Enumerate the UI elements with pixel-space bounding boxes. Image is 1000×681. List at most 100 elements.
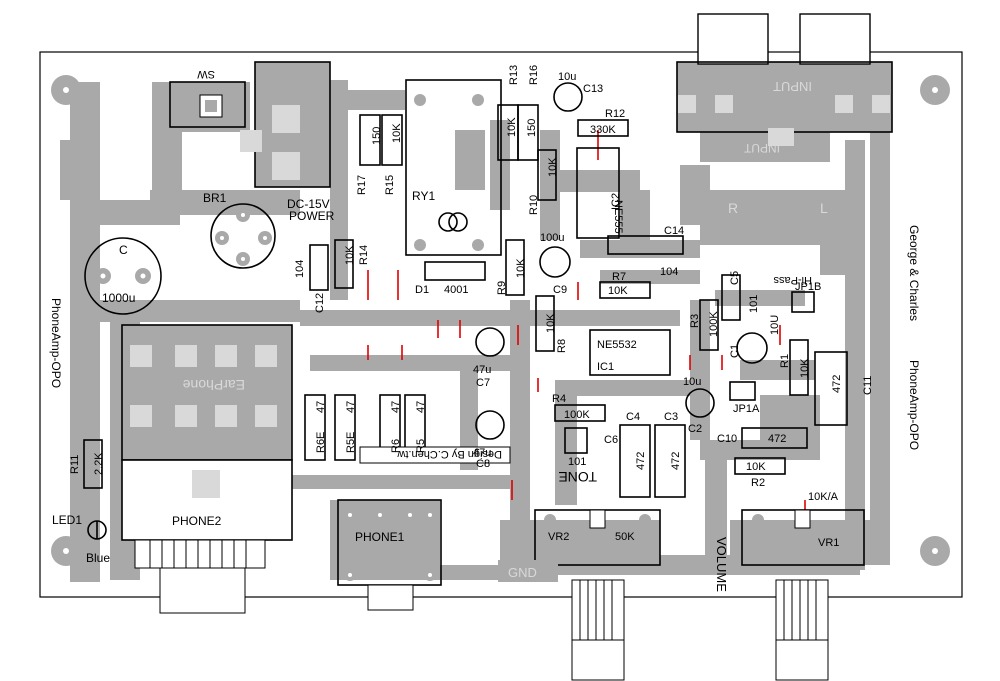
vr2-pot [534, 509, 661, 681]
dc-power-label-2: POWER [289, 209, 335, 223]
c14-label: C14 [664, 225, 684, 237]
ic1-value: NE5532 [597, 339, 637, 351]
r3-value: 100K [708, 311, 720, 337]
r12-label: R12 [605, 108, 625, 120]
r9-label: R9 [496, 281, 508, 295]
r6e-label: R6E [315, 432, 327, 453]
c3-value: 472 [670, 452, 682, 470]
ic2-value: NE555 [612, 200, 624, 234]
vr1-pot [741, 509, 865, 681]
c-main-label: C [119, 243, 128, 257]
r5-value: 47 [415, 401, 427, 413]
side-title-right-1: George & Charles [907, 225, 921, 321]
c2-label: C2 [688, 423, 702, 435]
mounting-holes [51, 75, 950, 566]
c9-value: 100u [540, 232, 564, 244]
relay-ry1 [405, 79, 502, 256]
r6-label: R6 [390, 439, 402, 453]
c2-value: 10u [683, 376, 701, 388]
r13-value: 10K [506, 117, 518, 137]
r15-value: 10K [391, 123, 403, 143]
phone1-label: PHONE1 [355, 530, 405, 544]
channel-r-label: R [728, 200, 738, 216]
vr1-label: VR1 [818, 537, 839, 549]
r14-value: 10K [344, 245, 356, 265]
via-marks [367, 130, 806, 520]
switch-sw [169, 61, 331, 188]
input-label: INPUT [773, 79, 812, 94]
phone2-label: PHONE2 [172, 514, 222, 528]
c9-label: C9 [553, 284, 567, 296]
tone-label: TONE [558, 469, 597, 485]
c13-label: C13 [583, 83, 603, 95]
vr2-value: 50K [615, 531, 635, 543]
c10-label: C10 [717, 433, 737, 445]
ry1-label: RY1 [412, 189, 435, 203]
r2-value: 10K [746, 461, 766, 473]
c7-label: C7 [476, 377, 490, 389]
labels: INPUT INPUT R L EarPhone TONE VOLUME GND… [49, 65, 921, 592]
led1-label: LED1 [52, 513, 82, 527]
sw-label: SW [197, 68, 215, 80]
ic2-outline [576, 147, 620, 239]
d1-label: D1 [415, 284, 429, 296]
credit-box [359, 446, 511, 464]
vr2-label: VR2 [548, 531, 569, 543]
r17-value: 150 [371, 127, 383, 145]
c11-label: C11 [862, 376, 874, 395]
c10-value: 472 [768, 433, 786, 445]
r1-value: 10K [799, 358, 811, 378]
led1-symbol [87, 520, 107, 540]
hi-pass-label: Hi-Pass [773, 274, 812, 286]
c5-value: 101 [748, 295, 760, 313]
c14-value: 104 [660, 266, 678, 278]
earphone-label: EarPhone [183, 377, 245, 393]
r9-value: 10K [515, 258, 527, 278]
ic1-label: IC1 [597, 361, 614, 373]
r13-label: R13 [508, 65, 520, 85]
r11-value: 2.2K [93, 452, 105, 475]
c6-value: 101 [568, 456, 586, 468]
r15-label: R15 [384, 175, 396, 195]
r5e-label: R5E [345, 432, 357, 453]
side-title-left: PhoneAmp-OPO [49, 298, 63, 388]
r16-value: 150 [526, 119, 538, 137]
r14-label: R14 [358, 245, 370, 265]
bridge-rectifier [210, 203, 276, 269]
r6e-value: 47 [315, 401, 327, 413]
r7-label: R7 [612, 271, 626, 283]
electrolytic-caps [475, 82, 768, 440]
volume-label: VOLUME [714, 537, 729, 592]
c4-value: 472 [635, 452, 647, 470]
c7-value: 47u [473, 364, 491, 376]
c13-value: 10u [558, 71, 576, 83]
br1-label: BR1 [203, 191, 227, 205]
resistor-bodies [83, 104, 848, 498]
c4-label: C4 [626, 411, 640, 423]
ic2-label: IC2 [610, 193, 622, 210]
led1-color: Blue [86, 551, 110, 565]
r4-value: 100K [564, 409, 590, 421]
jp1b-label: JP1B [795, 281, 821, 293]
r11-label: R11 [69, 455, 81, 474]
r10-label: R10 [528, 195, 540, 215]
r4-label: R4 [552, 393, 566, 405]
board-outline [39, 51, 963, 598]
r17-label: R17 [356, 175, 368, 195]
capacitor-c-1000u [84, 237, 162, 315]
r8-label: R8 [556, 339, 568, 353]
c-main-value: 1000u [102, 291, 135, 305]
c1-label: C1 [729, 344, 741, 358]
vr1-value: 10K/A [808, 491, 839, 503]
c12-label: C12 [314, 293, 326, 313]
c8-label: C8 [476, 458, 490, 470]
phone1-jack [337, 499, 442, 611]
r7-value: 10K [608, 285, 628, 297]
ic1-outline [589, 329, 671, 376]
phone2-jack [121, 324, 293, 614]
r10-value: 10K [547, 157, 559, 177]
input-lower-label: INPUT [743, 141, 780, 155]
gnd-label: GND [508, 565, 537, 580]
r1-label: R1 [779, 354, 791, 368]
